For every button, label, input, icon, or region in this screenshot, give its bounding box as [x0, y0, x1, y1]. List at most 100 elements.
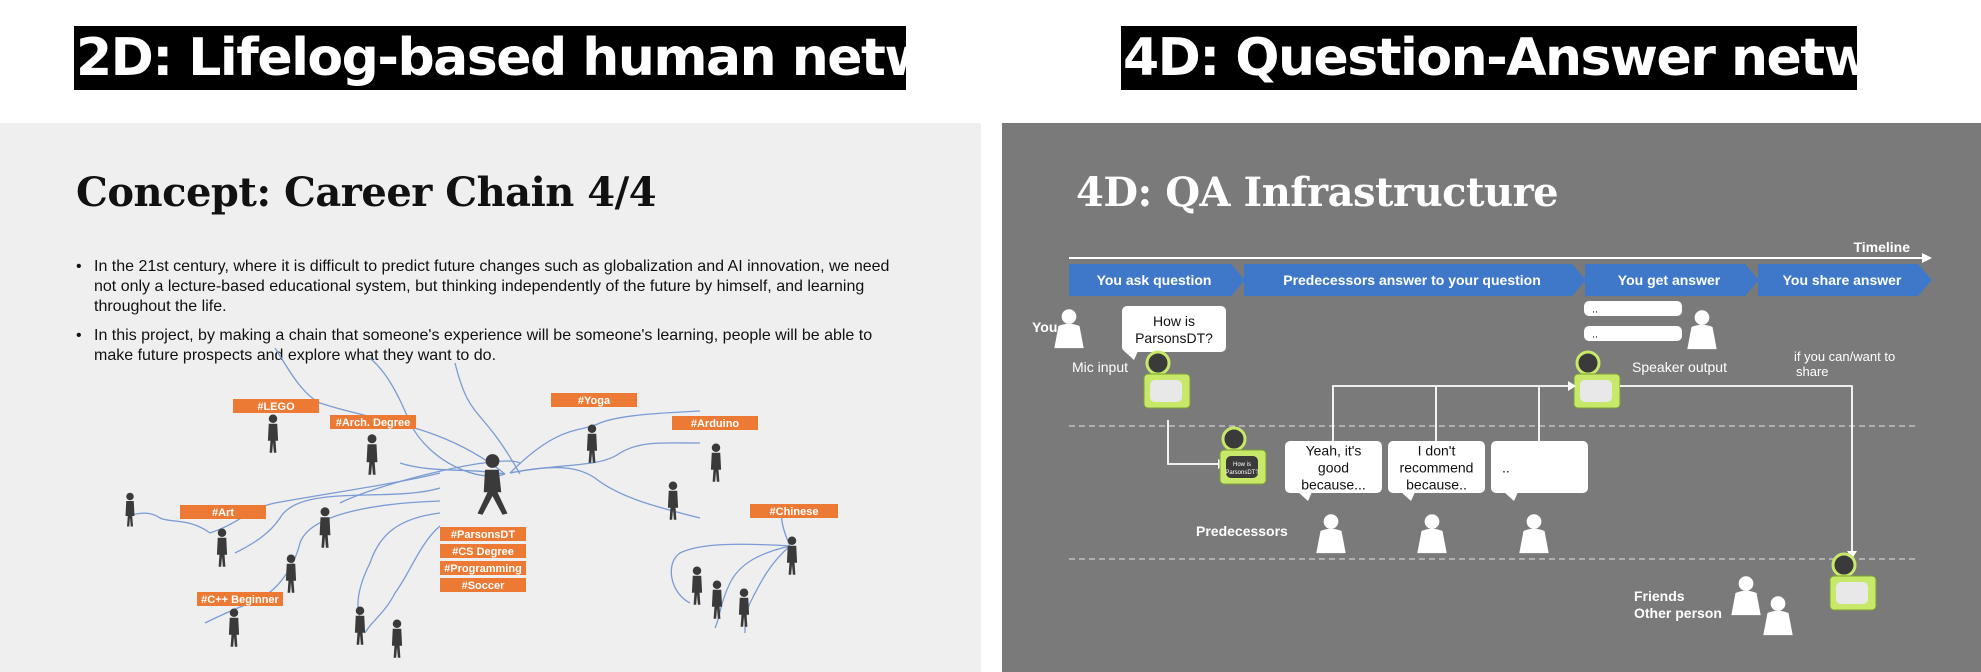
share-note: if you can/want to [1794, 349, 1895, 364]
flow-connector [1332, 385, 1572, 441]
stage-chevron: You ask question [1069, 264, 1245, 296]
bubble-text: .. [1592, 304, 1598, 316]
stage-label: You ask question [1097, 272, 1212, 288]
bubble-text: Yeah, it's [1306, 443, 1362, 459]
tag-box [233, 399, 319, 413]
tag-box [440, 544, 526, 558]
tag-label: #Programming [440, 561, 526, 575]
speaker-output-label: Speaker output [1632, 359, 1727, 375]
bullet-item: In the 21st century, where it is difficu… [74, 257, 914, 317]
tag-text: #ParsonsDT [451, 529, 515, 541]
person-silhouette [691, 566, 703, 605]
tag-text: #Chinese [770, 506, 819, 518]
person-silhouette [711, 580, 723, 619]
tag-text: #Art [212, 507, 234, 519]
stage-shape [1585, 264, 1759, 296]
human-network-diagram: #LEGO#Arch. Degree#Yoga#Arduino#Art#Chin… [125, 347, 838, 658]
bubble-text: ParsonsDT? [1135, 330, 1213, 346]
receiver-person-icon [1687, 310, 1717, 350]
bubble-text: recommend [1400, 460, 1474, 476]
flow-connector [1167, 420, 1218, 465]
tag-box [440, 527, 526, 541]
timeline-label: Timeline [1853, 239, 1910, 255]
predecessor-person-icon [1519, 514, 1549, 554]
tag-box [672, 416, 758, 430]
bubble-text: because... [1301, 477, 1366, 493]
tag-text: #CS Degree [452, 546, 514, 558]
friend-person-icon [1731, 576, 1761, 616]
received-bubble: .. [1584, 301, 1682, 316]
mic-device-icon [1143, 350, 1191, 409]
bullet-item: In this project, by making a chain that … [74, 326, 914, 366]
connection-line [357, 512, 441, 619]
stage-shape [1069, 264, 1245, 296]
tag-box [180, 505, 266, 519]
arrowhead [1847, 551, 1857, 559]
slide-title: 4D: QA Infrastructure [1076, 169, 1559, 216]
tag-box [197, 592, 283, 606]
connection-line [129, 512, 211, 534]
bubble-text: I don't [1418, 443, 1456, 459]
tag-label: #CS Degree [440, 544, 526, 558]
person-silhouette [366, 434, 378, 475]
tag-box [750, 504, 838, 518]
bubble-text: .. [1592, 329, 1598, 341]
stage-label: You get answer [1618, 272, 1721, 288]
person-silhouette [786, 536, 798, 575]
stage-chevron: You share answer [1758, 264, 1932, 296]
connection-line [509, 410, 701, 474]
person-silhouette [319, 507, 331, 548]
tag-label: #ParsonsDT [440, 527, 526, 541]
other-person-label: Other person [1634, 605, 1722, 621]
connection-line [714, 545, 791, 629]
tag-label: #Soccer [440, 578, 526, 592]
answer-bubble: .. [1491, 441, 1588, 501]
tag-label: #Arduino [672, 416, 758, 430]
right-section-header: 4D: Question-Answer network [1121, 26, 1857, 90]
tag-text: #Arduino [691, 418, 740, 430]
stage-label: Predecessors answer to your question [1283, 272, 1541, 288]
connection-line [364, 525, 441, 634]
stage-shape [1244, 264, 1586, 296]
friend-person-icon [1763, 596, 1793, 636]
share-note: share [1796, 364, 1829, 379]
tag-text: #Programming [444, 563, 522, 575]
connection-line [670, 543, 791, 604]
friend-device-icon [1829, 552, 1877, 611]
person-silhouette [354, 606, 366, 645]
tag-box [440, 561, 526, 575]
tag-text: #Yoga [578, 395, 611, 407]
connection-line [454, 362, 521, 475]
bubble-text: because.. [1406, 477, 1467, 493]
arrowhead [1568, 381, 1576, 391]
svg-text:ParsonsDT?: ParsonsDT? [1225, 470, 1259, 476]
left-section-header: 2D: Lifelog-based human network [74, 26, 906, 90]
stage-chevron: Predecessors answer to your question [1244, 264, 1586, 296]
tag-text: #C++ Beginner [201, 594, 279, 606]
person-silhouette [391, 619, 403, 658]
predecessor-person-icon [1417, 514, 1447, 554]
tag-label: #C++ Beginner [197, 592, 283, 606]
connection-line [744, 545, 791, 634]
slide-title: Concept: Career Chain 4/4 [76, 169, 657, 216]
connection-line [234, 487, 441, 554]
connection-line [209, 472, 441, 534]
bullet-list: In the 21st century, where it is difficu… [74, 257, 914, 375]
connection-line [274, 347, 506, 475]
connection-line [509, 466, 701, 519]
tag-label: #LEGO [233, 399, 319, 413]
you-label: You [1032, 319, 1057, 335]
friends-label: Friends [1634, 588, 1685, 604]
person-silhouette [125, 492, 135, 527]
stage-shape [1758, 264, 1932, 296]
tag-text: #Soccer [462, 580, 506, 592]
person-silhouette [586, 424, 598, 463]
tag-label: #Chinese [750, 504, 838, 518]
flow-connector [1620, 385, 1853, 553]
answer-bubble: Yeah, it'sgoodbecause... [1285, 441, 1382, 501]
